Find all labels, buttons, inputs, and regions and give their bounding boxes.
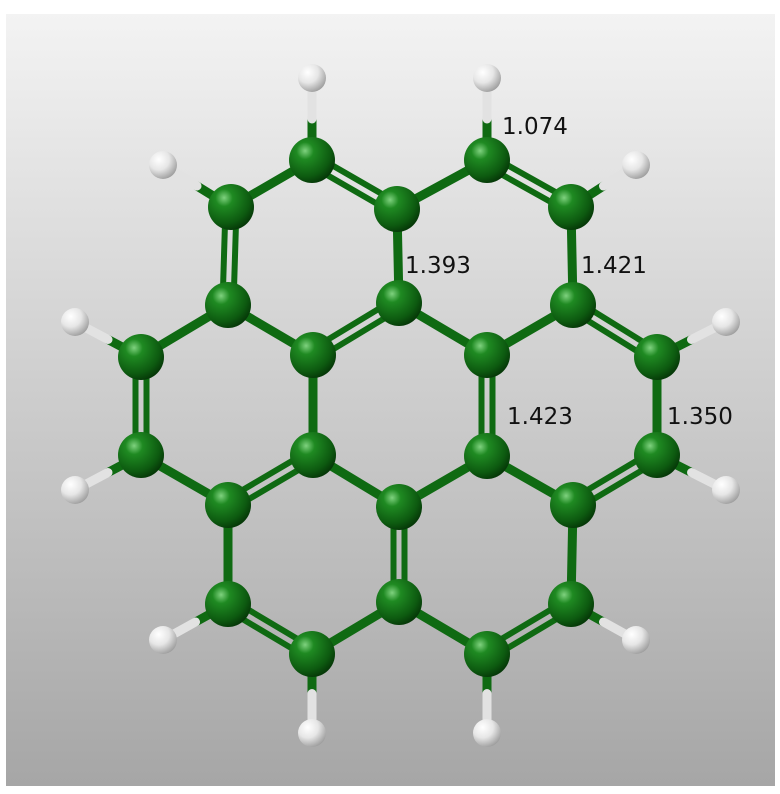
carbon-atom	[550, 282, 596, 328]
bond-length-labels: 1.074 1.393 1.421 1.423 1.350	[405, 114, 733, 430]
carbon-atom	[290, 432, 336, 478]
carbon-atom	[464, 631, 510, 677]
carbon-atom	[374, 186, 420, 232]
carbon-atom	[376, 280, 422, 326]
carbon-atom	[376, 579, 422, 625]
carbon-atom	[290, 332, 336, 378]
carbon-atom	[205, 581, 251, 627]
carbon-atom	[208, 184, 254, 230]
hydrogen-atom	[149, 626, 177, 654]
hydrogen-atom	[298, 64, 326, 92]
hydrogen-atom	[61, 308, 89, 336]
hydrogen-atom	[712, 308, 740, 336]
hydrogen-atom	[473, 64, 501, 92]
hydrogen-atom	[149, 151, 177, 179]
carbon-atom	[548, 581, 594, 627]
carbon-atom	[118, 334, 164, 380]
atoms-layer	[61, 64, 740, 747]
carbon-atom	[634, 334, 680, 380]
hydrogen-atom	[298, 719, 326, 747]
hydrogen-atom	[622, 151, 650, 179]
carbon-atom	[464, 332, 510, 378]
carbon-atom	[205, 282, 251, 328]
carbon-atom	[634, 432, 680, 478]
bond-length-label-inner: 1.393	[405, 253, 471, 279]
bond-length-label-spoke: 1.423	[507, 404, 573, 430]
hydrogen-atom	[473, 719, 501, 747]
hydrogen-atom	[622, 626, 650, 654]
bond-length-label-ch: 1.074	[502, 114, 568, 140]
carbon-atom	[550, 482, 596, 528]
carbon-atom	[289, 631, 335, 677]
carbon-atom	[376, 484, 422, 530]
hydrogen-atom	[61, 476, 89, 504]
hydrogen-atom	[712, 476, 740, 504]
carbon-atom	[464, 433, 510, 479]
carbon-atom	[205, 482, 251, 528]
bond-length-label-ring: 1.421	[581, 253, 647, 279]
carbon-atom	[118, 432, 164, 478]
carbon-atom	[548, 184, 594, 230]
carbon-atom	[464, 137, 510, 183]
bond-length-label-rim: 1.350	[667, 404, 733, 430]
carbon-atom	[289, 137, 335, 183]
